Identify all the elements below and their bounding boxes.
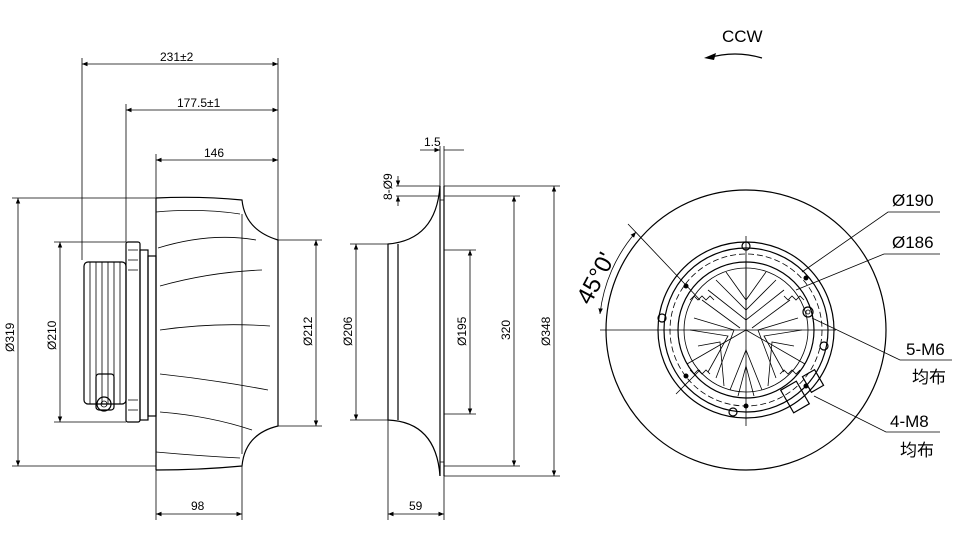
label-m6-sub: 均布 [912,368,946,387]
rotation-label: CCW [722,27,763,46]
dim-dia-186: Ø186 [892,233,934,252]
dim-depth: 59 [409,499,423,513]
label-m6: 5-M6 [906,340,945,359]
rotation-arrowhead-icon [704,53,716,60]
dim-dia-inlet: Ø212 [301,316,315,346]
dim-dia-outer-ring: Ø348 [539,316,553,346]
rotation-indicator: CCW [704,27,763,60]
dim-dia-inner: Ø195 [455,316,469,346]
dim-width-bottom: 98 [191,499,205,513]
dim-length-total: 231±2 [160,50,194,64]
right-view: 45°0' Ø190 Ø186 5-M6 均布 4-M8 均布 [571,189,952,471]
middle-view: 1.5 8-Ø9 Ø206 Ø195 320 Ø348 59 [341,135,560,520]
dim-pcd: 320 [499,320,513,340]
dim-dia-190: Ø190 [892,191,934,210]
dim-thickness: 1.5 [424,135,441,149]
dim-angle: 45°0' [571,248,620,309]
label-m8: 4-M8 [890,412,929,431]
dim-holes: 8-Ø9 [381,173,395,200]
label-m8-sub: 均布 [900,441,934,460]
dim-dia-throat: Ø206 [341,316,355,346]
dim-length-short: 146 [204,146,224,160]
rotation-arrow-icon [707,53,763,59]
dim-length-mid: 177.5±1 [177,96,221,110]
dim-dia-motor: Ø210 [45,320,59,350]
left-view: 231±2 177.5±1 146 Ø319 Ø210 Ø212 98 [3,50,322,520]
dim-dia-outer: Ø319 [3,322,17,352]
